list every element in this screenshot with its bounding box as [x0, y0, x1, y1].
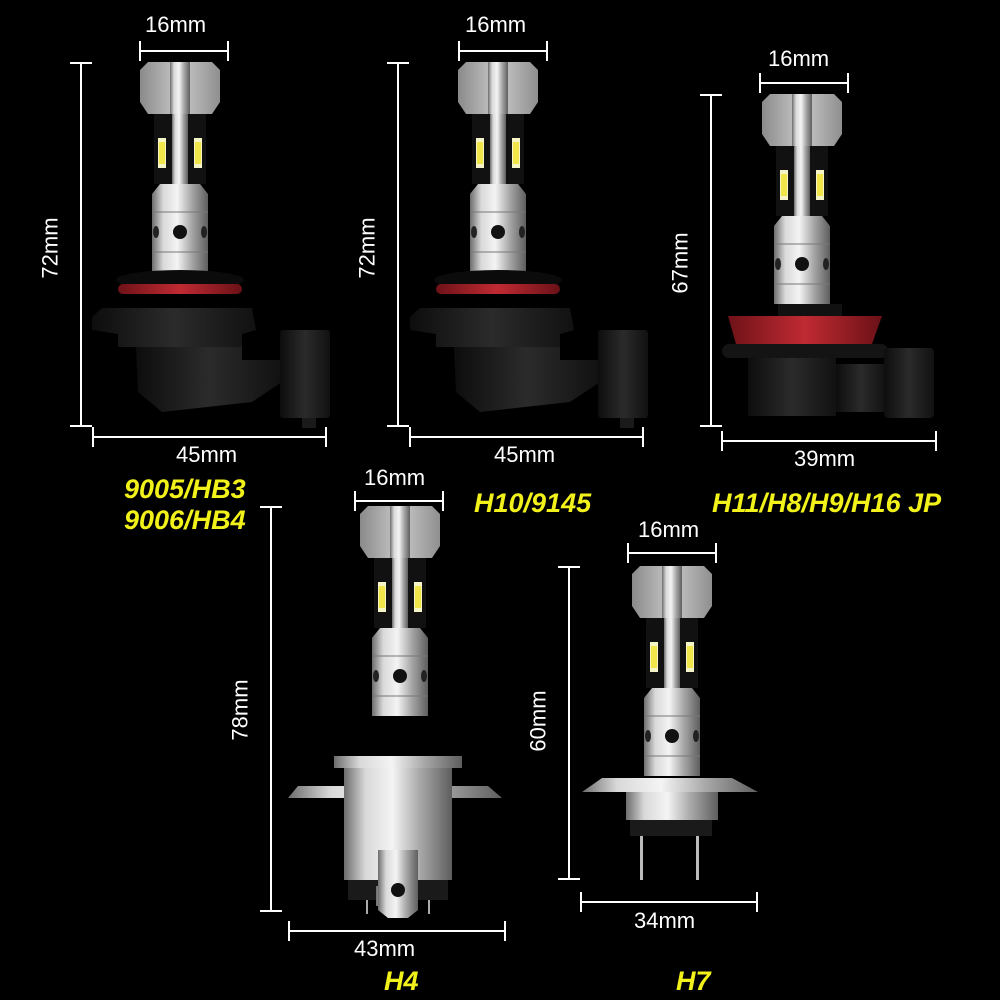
width-line [92, 427, 327, 447]
height-line [700, 94, 722, 427]
bulb-h7-image [582, 566, 758, 880]
height-dimension: 72mm [354, 217, 380, 279]
model-label-9005: 9005/HB3 [124, 474, 246, 504]
tip-width-line [627, 543, 717, 563]
height-line [260, 506, 282, 912]
width-line [409, 427, 644, 447]
height-line [387, 62, 409, 427]
model-label-h10: H10/9145 [474, 488, 592, 518]
bulb-h10-image [410, 62, 648, 428]
height-line [558, 566, 580, 880]
bulb-h11-image [722, 94, 934, 418]
model-label-h7: H7 [676, 966, 711, 996]
tip-width-dimension: 16mm [768, 46, 830, 71]
width-line [580, 892, 758, 912]
tip-width-line [139, 41, 229, 61]
height-dimension: 78mm [227, 679, 253, 741]
height-dimension: 60mm [525, 690, 551, 752]
tip-width-line [458, 41, 548, 61]
width-dimension: 34mm [634, 908, 696, 933]
tip-width-line [354, 491, 444, 511]
width-dimension: 45mm [494, 442, 556, 467]
height-line [70, 62, 92, 427]
tip-width-line [759, 73, 849, 93]
width-line [288, 921, 506, 941]
model-label-h4: H4 [384, 966, 419, 996]
bulb-9005-image [92, 62, 330, 428]
height-dimension: 67mm [667, 232, 693, 294]
tip-width-dimension: 16mm [465, 12, 527, 37]
width-dimension: 39mm [794, 446, 856, 471]
height-dimension: 72mm [37, 217, 63, 279]
h4-terminal [378, 850, 418, 918]
width-dimension: 43mm [354, 936, 416, 961]
model-label-9006: 9006/HB4 [124, 505, 246, 535]
model-label-h11: H11/H8/H9/H16 JP [712, 488, 942, 518]
width-line [721, 431, 937, 451]
tip-width-dimension: 16mm [364, 465, 426, 490]
tip-width-dimension: 16mm [638, 517, 700, 542]
tip-width-dimension: 16mm [145, 12, 207, 37]
width-dimension: 45mm [176, 442, 238, 467]
